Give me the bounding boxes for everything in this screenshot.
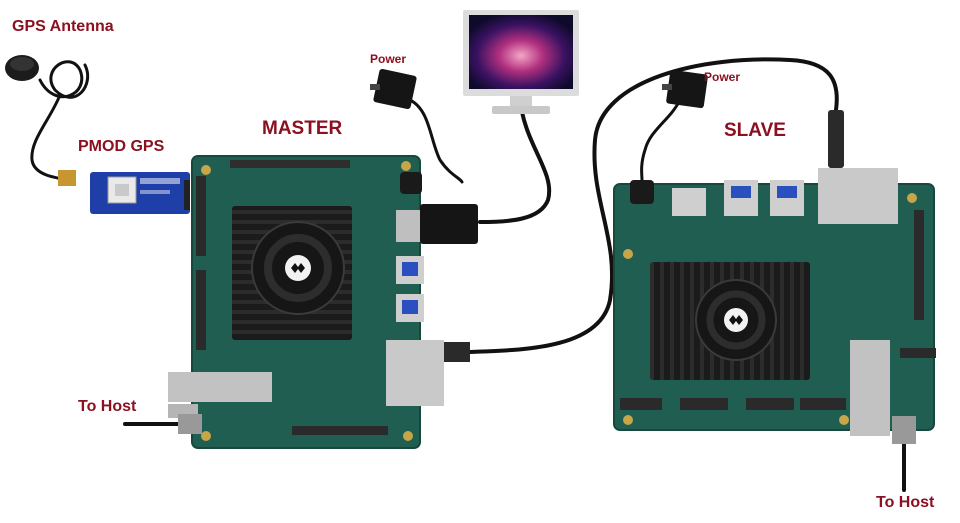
gps-antenna-label: GPS Antenna xyxy=(12,18,114,35)
master-power-cable xyxy=(408,98,464,184)
master-sfp-cage xyxy=(168,372,272,402)
master-power-label: Power xyxy=(370,52,407,66)
pmod-gps-label: PMOD GPS xyxy=(78,138,165,155)
pmod-gps-board xyxy=(58,170,190,214)
slave-power-label: Power xyxy=(704,70,741,84)
gps-antenna-cable xyxy=(30,60,90,182)
slave-board xyxy=(613,110,936,444)
master-label: MASTER xyxy=(262,118,343,139)
ethernet-cable xyxy=(468,57,839,354)
monitor xyxy=(463,10,579,114)
monitor-cable xyxy=(478,110,552,224)
slave-sfp-cage xyxy=(850,340,890,436)
slave-hdmi-port xyxy=(672,188,706,216)
to-host-slave-label: To Host xyxy=(876,494,935,511)
slave-power-adapter xyxy=(662,69,708,109)
master-board xyxy=(168,155,478,449)
master-hdmi-port xyxy=(396,210,422,242)
to-host-master-label: To Host xyxy=(78,398,137,415)
master-ethernet-port xyxy=(386,340,444,406)
cables xyxy=(30,57,906,492)
slave-ethernet-port xyxy=(818,168,898,224)
master-power-adapter xyxy=(370,68,417,110)
slave-power-cable xyxy=(640,98,682,182)
slave-label: SLAVE xyxy=(724,120,786,141)
